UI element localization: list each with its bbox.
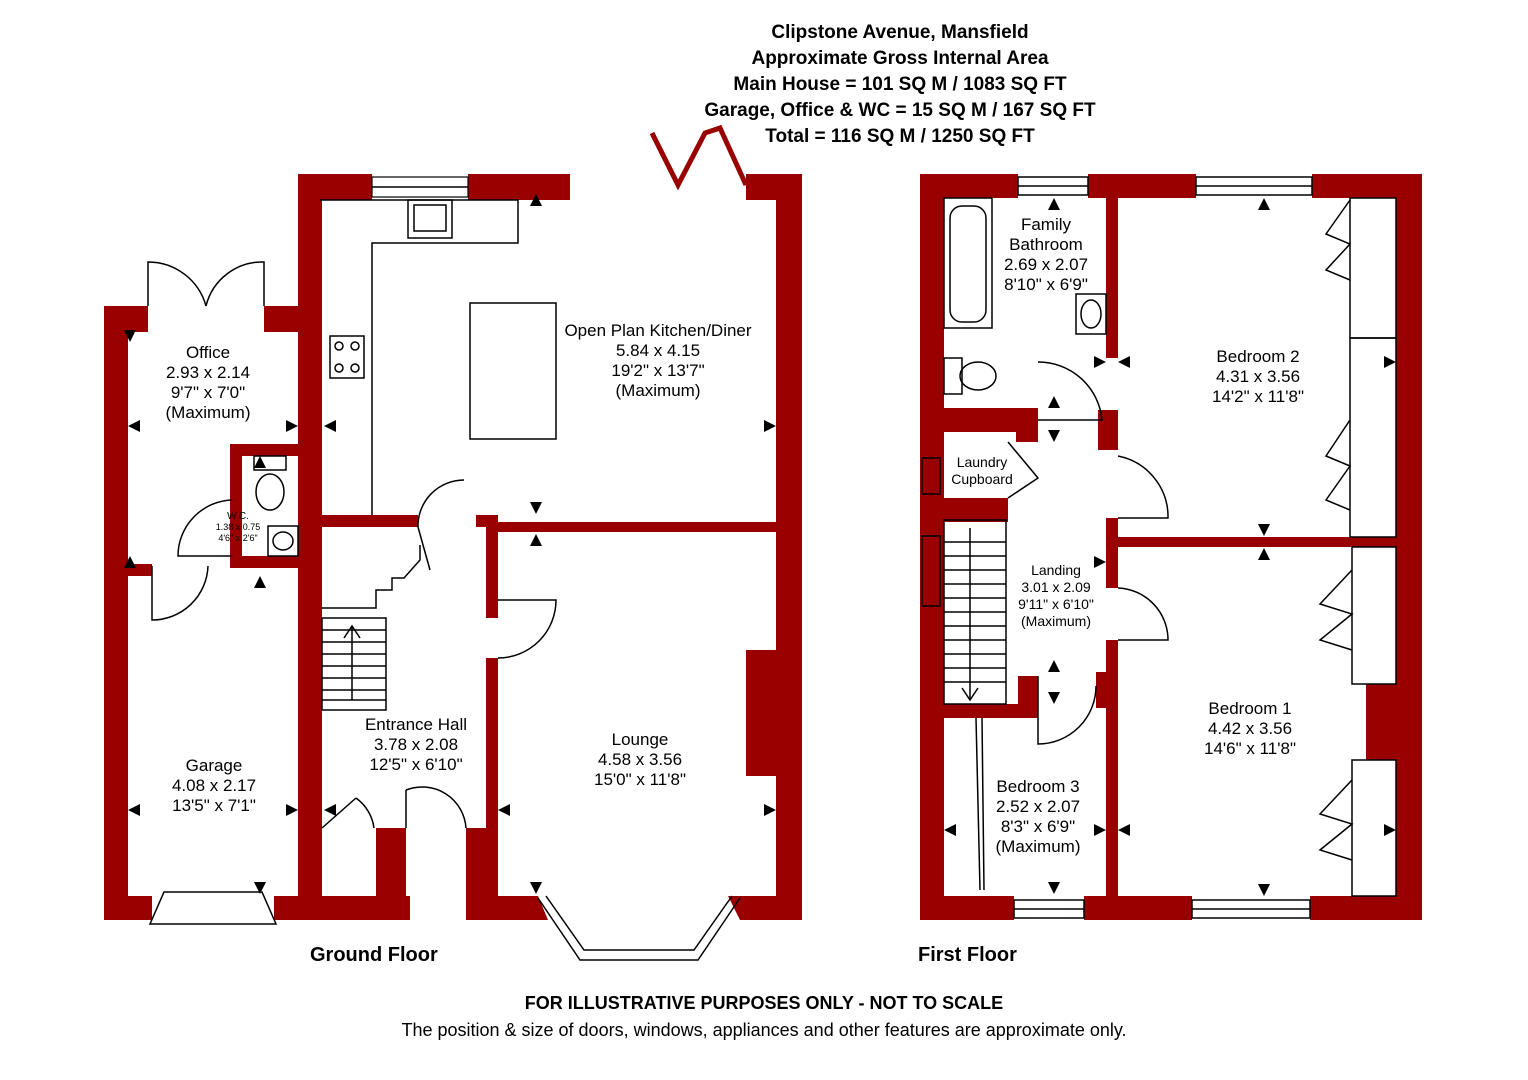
wc-name: W.C. — [227, 511, 249, 522]
bathroom-imperial: 8'10" x 6'9" — [1004, 275, 1088, 294]
bed3-name: Bedroom 3 — [996, 777, 1079, 796]
bed2-metric: 4.31 x 3.56 — [1216, 367, 1300, 386]
bed2-imperial: 14'2" x 11'8" — [1212, 387, 1304, 406]
wc-metric: 1.38 x 0.75 — [216, 522, 261, 532]
disclaimer-heading: FOR ILLUSTRATIVE PURPOSES ONLY - NOT TO … — [524, 993, 1004, 1013]
laundry-name-2: Cupboard — [951, 471, 1013, 487]
landing-imperial: 9'11" x 6'10" — [1018, 596, 1094, 612]
ground-floor-label: Ground Floor — [310, 944, 438, 966]
bathroom-metric: 2.69 x 2.07 — [1004, 255, 1088, 274]
sink-icon — [407, 199, 453, 239]
bed3-note: (Maximum) — [996, 837, 1081, 856]
office-name: Office — [186, 343, 230, 362]
laundry-name-1: Laundry — [957, 454, 1008, 470]
landing-metric: 3.01 x 2.09 — [1021, 579, 1090, 595]
bath-icon — [943, 197, 993, 329]
kitchen-metric: 5.84 x 4.15 — [616, 341, 700, 360]
bed1-name: Bedroom 1 — [1208, 699, 1291, 718]
hall-imperial: 12'5" x 6'10" — [369, 755, 462, 774]
garage-metric: 4.08 x 2.17 — [172, 776, 256, 795]
lounge-metric: 4.58 x 3.56 — [598, 750, 682, 769]
bathroom-name-2: Bathroom — [1009, 235, 1083, 254]
bed3-metric: 2.52 x 2.07 — [996, 797, 1080, 816]
office-metric: 2.93 x 2.14 — [166, 363, 250, 382]
lounge-imperial: 15'0" x 11'8" — [594, 770, 686, 789]
bathroom-name-1: Family — [1021, 215, 1072, 234]
hob-icon — [329, 335, 365, 379]
first-floor-dimension-arrows — [944, 198, 1396, 896]
ground-floor-dimension-arrows — [124, 194, 776, 894]
ground-floor-room-labels: Open Plan Kitchen/Diner 5.84 x 4.15 19'2… — [166, 321, 752, 815]
ground-floor-fixtures — [147, 124, 749, 961]
disclaimer-text: The position & size of doors, windows, a… — [401, 1020, 1127, 1040]
first-floor-label: First Floor — [918, 944, 1017, 966]
bed1-metric: 4.42 x 3.56 — [1208, 719, 1292, 738]
header-outbuildings-area: Garage, Office & WC = 15 SQ M / 167 SQ F… — [704, 100, 1096, 121]
kitchen-island — [469, 302, 557, 440]
kitchen-note: (Maximum) — [616, 381, 701, 400]
garage-name: Garage — [186, 756, 243, 775]
kitchen-imperial: 19'2" x 13'7" — [611, 361, 704, 380]
landing-note: (Maximum) — [1021, 613, 1091, 629]
header-subtitle: Approximate Gross Internal Area — [751, 48, 1049, 69]
bed2-name: Bedroom 2 — [1216, 347, 1299, 366]
header-main-house-area: Main House = 101 SQ M / 1083 SQ FT — [733, 74, 1067, 95]
first-floor-walls — [920, 174, 1422, 920]
first-floor-room-labels: Family Bathroom 2.69 x 2.07 8'10" x 6'9"… — [951, 215, 1304, 856]
first-floor-fixtures — [921, 176, 1397, 919]
lounge-name: Lounge — [612, 730, 669, 749]
kitchen-name: Open Plan Kitchen/Diner — [564, 321, 751, 340]
wc-imperial: 4'6" x 2'6" — [218, 533, 257, 543]
garage-imperial: 13'5" x 7'1" — [172, 796, 256, 815]
hall-name: Entrance Hall — [365, 715, 467, 734]
ground-floor-walls — [104, 174, 802, 920]
bed3-imperial: 8'3" x 6'9" — [1001, 817, 1075, 836]
landing-name: Landing — [1031, 562, 1081, 578]
office-note: (Maximum) — [166, 403, 251, 422]
office-imperial: 9'7" x 7'0" — [171, 383, 245, 402]
hall-metric: 3.78 x 2.08 — [374, 735, 458, 754]
header-total-area: Total = 116 SQ M / 1250 SQ FT — [765, 126, 1035, 147]
header-address: Clipstone Avenue, Mansfield — [771, 22, 1029, 43]
bed1-imperial: 14'6" x 11'8" — [1204, 739, 1296, 758]
